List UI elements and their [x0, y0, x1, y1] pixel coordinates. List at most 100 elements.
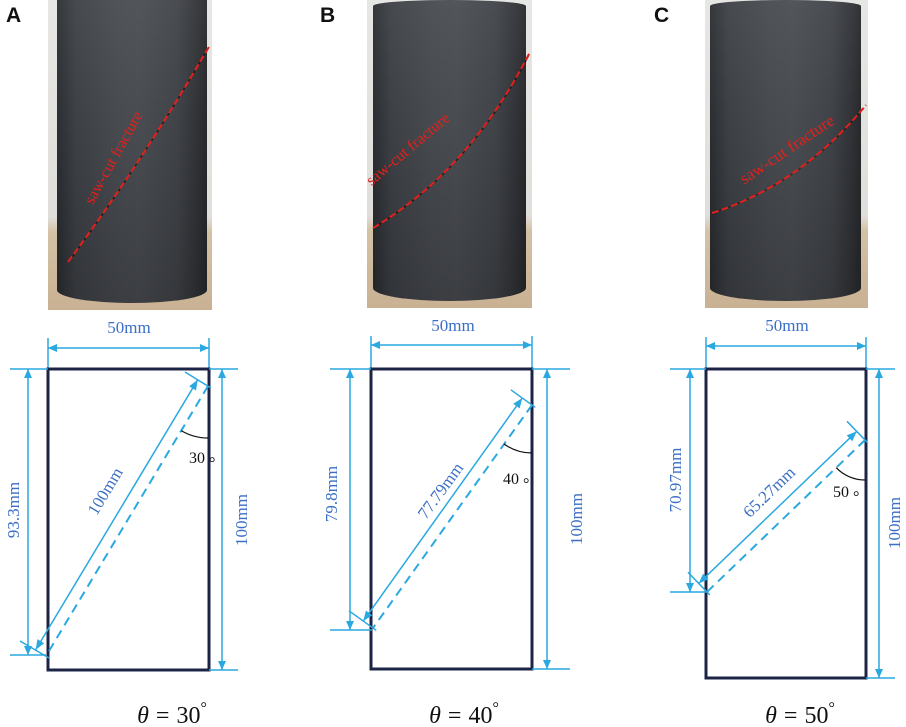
- rock-cylinder: [373, 0, 526, 301]
- arrowhead: [543, 660, 551, 669]
- crack-line: [374, 54, 530, 228]
- arrowhead: [686, 369, 694, 378]
- arrowhead: [218, 661, 226, 670]
- caption-unit: °: [828, 700, 834, 717]
- fracture-length-label: 65.27mm: [739, 463, 799, 522]
- angle-value: 50: [833, 484, 849, 501]
- arrowhead: [363, 610, 373, 621]
- arrowhead: [857, 342, 866, 350]
- arrowhead: [35, 639, 45, 650]
- caption-c: θ =50°: [765, 700, 835, 727]
- specimen-photo-c: [705, 0, 868, 308]
- caption-equals: =: [448, 703, 462, 727]
- schematic-c: 50mm 100mm 70.97mm 65.27mm 50°: [666, 316, 904, 680]
- caption-theta-symbol: θ: [137, 703, 149, 727]
- caption-theta-symbol: θ: [429, 703, 441, 727]
- panel-label-a: A: [6, 4, 22, 27]
- angle-label: 30°: [189, 450, 215, 472]
- rock-cylinder: [710, 0, 861, 301]
- specimen-outline: [46, 367, 211, 672]
- height-label: 100mm: [567, 493, 586, 545]
- panel-label-b: B: [320, 4, 336, 27]
- angle-unit: °: [209, 455, 215, 472]
- rock-cylinder: [57, 0, 207, 303]
- arrowhead: [24, 646, 32, 655]
- saw-cut-fracture-line: [372, 51, 531, 229]
- caption-value: 40: [468, 703, 492, 727]
- specimen-outline: [369, 367, 534, 671]
- end-tick: [687, 571, 711, 596]
- saw-cut-fracture-line: [67, 44, 211, 263]
- angle-arc: [180, 430, 209, 439]
- angle-value: 30: [189, 450, 205, 467]
- end-tick: [184, 371, 212, 389]
- end-tick: [510, 389, 536, 408]
- schematic-b: 50mm 100mm 79.8mm 77.79mm 40°: [322, 316, 586, 671]
- arrowhead: [218, 369, 226, 378]
- arrowhead: [875, 669, 883, 678]
- arrowhead: [523, 341, 532, 349]
- specimen-photo-a: [48, 0, 212, 310]
- caption-a: θ =30°: [137, 700, 207, 727]
- caption-unit: °: [492, 700, 498, 717]
- fracture-height-label: 79.8mm: [322, 466, 341, 522]
- angle-label: 40°: [503, 471, 529, 493]
- end-tick: [846, 420, 869, 444]
- fracture-plane-dashed: [372, 404, 533, 629]
- arrowhead: [371, 341, 380, 349]
- caption-value: 30: [176, 703, 200, 727]
- arrowhead: [48, 344, 57, 352]
- fracture-length-label: 100mm: [84, 464, 127, 518]
- height-label: 100mm: [885, 497, 904, 549]
- crack-line: [713, 107, 865, 213]
- angle-value: 40: [503, 471, 519, 488]
- width-label: 50mm: [107, 318, 150, 337]
- end-tick: [348, 610, 377, 631]
- end-tick: [19, 640, 50, 659]
- caption-unit: °: [200, 700, 206, 717]
- photo-annotation-a: saw-cut fracture: [67, 44, 211, 263]
- arrowhead: [698, 573, 709, 584]
- angle-unit: °: [523, 476, 529, 493]
- angle-label: 50°: [833, 484, 859, 506]
- fracture-length-dimension-line: [362, 397, 523, 622]
- width-label: 50mm: [765, 316, 808, 335]
- angle-arc: [835, 467, 866, 481]
- angle-arc: [503, 443, 533, 454]
- fracture-length-dimension-line: [698, 430, 858, 584]
- arrowhead: [200, 344, 209, 352]
- crack-line: [69, 46, 210, 261]
- photo-annotation-b: saw-cut fracture: [363, 51, 531, 229]
- panel-label-c: C: [654, 4, 670, 27]
- fracture-length-dimension-line: [35, 379, 199, 651]
- caption-equals: =: [156, 703, 170, 727]
- width-label: 50mm: [431, 316, 474, 335]
- arrowhead: [543, 369, 551, 378]
- angle-unit: °: [853, 489, 859, 506]
- caption-b: θ =40°: [429, 700, 499, 727]
- specimen-outline: [704, 367, 868, 680]
- height-label: 100mm: [232, 494, 251, 546]
- arrowhead: [846, 431, 857, 442]
- caption-equals: =: [784, 703, 798, 727]
- arrowhead: [686, 583, 694, 592]
- arrowhead: [24, 369, 32, 378]
- fracture-plane-dashed: [706, 439, 866, 593]
- arrowhead: [706, 342, 715, 350]
- caption-value: 50: [804, 703, 828, 727]
- arrowhead: [346, 369, 354, 378]
- schematic-a: 50mm 100mm 93.3mm 100mm 30°: [4, 318, 251, 672]
- specimen-photo-b: [367, 0, 532, 308]
- saw-cut-fracture-line: [711, 104, 867, 214]
- caption-theta-symbol: θ: [765, 703, 777, 727]
- arrowhead: [346, 621, 354, 630]
- arrowhead: [189, 379, 198, 391]
- arrowhead: [513, 398, 523, 409]
- fracture-height-label: 93.3mm: [4, 482, 23, 538]
- fracture-height-label: 70.97mm: [666, 448, 685, 513]
- photo-annotation-c: saw-cut fracture: [711, 104, 867, 214]
- arrowhead: [875, 369, 883, 378]
- fracture-plane-dashed: [45, 385, 209, 657]
